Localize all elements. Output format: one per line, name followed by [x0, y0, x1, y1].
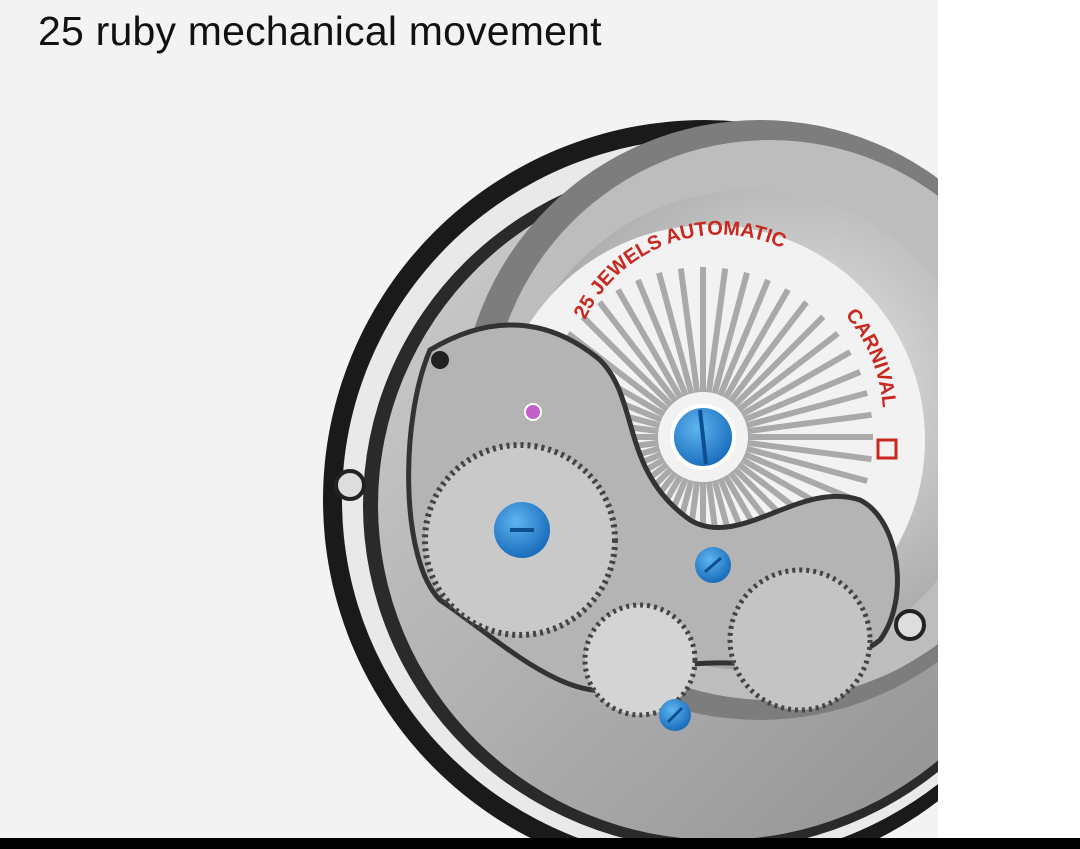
sunburst-ray: [728, 300, 809, 404]
sunburst-ray: [717, 278, 771, 397]
ruby-jewel: [524, 403, 542, 421]
sunburst-ray: [677, 268, 701, 393]
sunburst-ray: [635, 278, 689, 397]
sunburst-ray: [747, 411, 872, 435]
sunburst-ray: [615, 288, 684, 400]
sunburst-ray: [740, 349, 852, 418]
headline: 25 ruby mechanical movement: [38, 8, 602, 54]
sunburst-ray: [745, 390, 868, 429]
bottom-bar: [0, 838, 1080, 849]
sunburst-ray: [722, 288, 791, 400]
sunburst-ray: [743, 369, 862, 423]
watch-movement-illustration: 25 JEWELS AUTOMATIC CARNIVAL: [323, 120, 938, 838]
sunburst-ray: [597, 300, 678, 404]
product-photo: 25 JEWELS AUTOMATIC CARNIVAL 25 ruby mec…: [0, 0, 938, 838]
brand-logo-icon: [876, 438, 898, 460]
sunburst-ray: [711, 272, 750, 395]
sunburst-ray: [656, 272, 695, 395]
sunburst-ray: [747, 439, 872, 463]
blue-screws: [494, 404, 736, 731]
sunburst-ray: [732, 314, 826, 408]
sunburst-ray: [705, 268, 729, 393]
sunburst-ray: [736, 331, 840, 412]
sunburst-ray: [745, 445, 868, 484]
sunburst-ray: [580, 314, 674, 408]
